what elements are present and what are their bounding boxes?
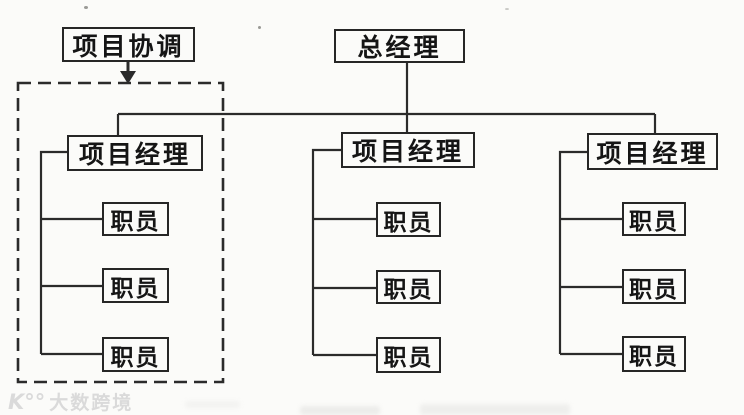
- cropped-caption-smudge: [300, 406, 380, 415]
- watermark: K°° 大数跨境: [8, 388, 133, 415]
- spine-column-3: [558, 150, 587, 354]
- project-manager-box-3: 项目经理: [587, 133, 718, 170]
- coordination-box: 项目协调: [62, 27, 195, 62]
- watermark-logo-icon: K°°: [8, 390, 46, 414]
- staff-box-1-2: 职员: [102, 268, 169, 303]
- general-manager-box: 总经理: [334, 29, 465, 63]
- staff-box-2-2: 职员: [376, 270, 441, 304]
- project-manager-box-2: 项目经理: [341, 132, 475, 168]
- staff-box-3-3: 职员: [622, 336, 686, 372]
- project-manager-box-1: 项目经理: [67, 135, 203, 171]
- cropped-caption-smudge: [420, 404, 570, 415]
- staff-box-1-3: 职员: [102, 337, 169, 372]
- cropped-caption-smudge: [185, 401, 240, 408]
- scan-speck: [84, 6, 88, 9]
- staff-box-2-1: 职员: [376, 202, 441, 237]
- spine-column-2: [311, 148, 341, 355]
- spine-column-1: [39, 150, 67, 354]
- staff-box-2-3: 职员: [376, 337, 441, 373]
- staff-box-1-1: 职员: [102, 202, 169, 236]
- scan-speck: [505, 8, 509, 10]
- dashed-group-frame: [16, 81, 225, 384]
- staff-box-3-1: 职员: [622, 202, 686, 236]
- scan-speck: [258, 26, 261, 29]
- watermark-brand-text: 大数跨境: [49, 392, 134, 414]
- arrowhead-icon: [120, 71, 136, 84]
- staff-box-3-2: 职员: [622, 269, 686, 304]
